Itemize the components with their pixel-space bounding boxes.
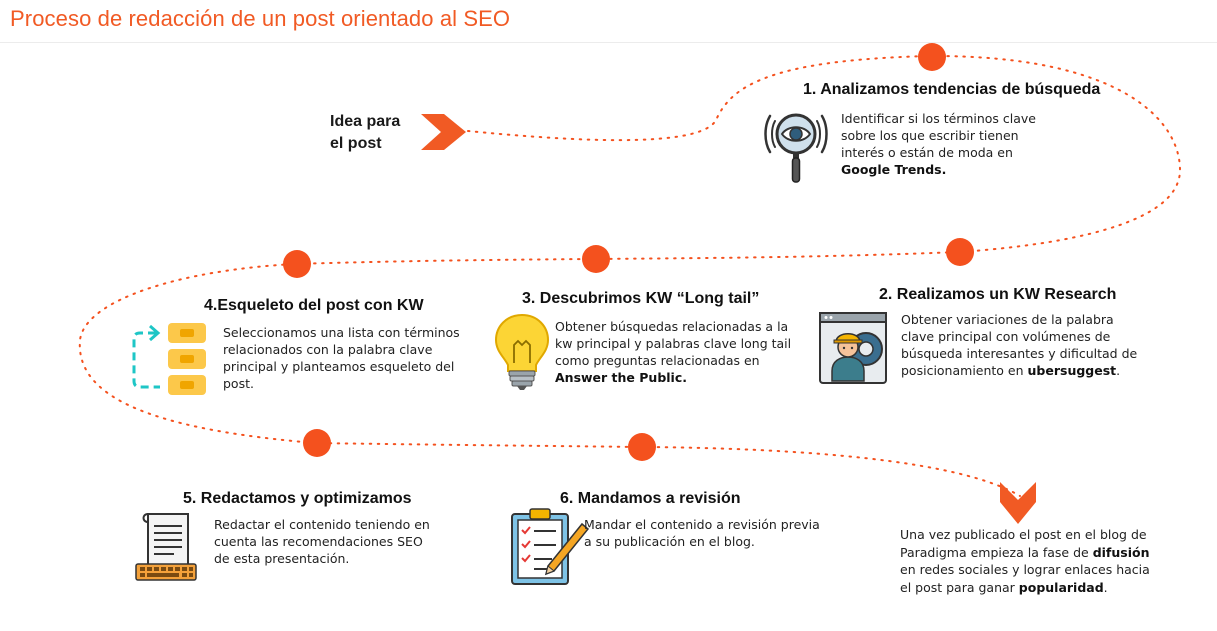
list-structure-icon bbox=[132, 323, 206, 395]
step-4-description: Seleccionamos una lista con términos rel… bbox=[223, 325, 460, 391]
chevron-right-icon bbox=[421, 114, 466, 150]
step-6-description: Mandar el contenido a revisión previa a … bbox=[584, 517, 820, 549]
step-6-heading: 6. Mandamos a revisión bbox=[560, 490, 741, 507]
step-5-description: Redactar el contenido teniendo en cuenta… bbox=[214, 517, 430, 566]
final-description: Una vez publicado el post en el blog de … bbox=[900, 527, 1150, 595]
step-2-description: Obtener variaciones de la palabra clave … bbox=[901, 312, 1138, 378]
node-2 bbox=[946, 238, 974, 266]
step-5-heading: 5. Redactamos y optimizamos bbox=[183, 490, 412, 507]
node-4 bbox=[283, 250, 311, 278]
magnifier-eye-icon bbox=[764, 113, 828, 183]
page-title: Proceso de redacción de un post orientad… bbox=[10, 6, 511, 31]
document-keyboard-icon bbox=[135, 513, 197, 581]
step-3-description: Obtener búsquedas relacionadas a la kw p… bbox=[555, 319, 792, 385]
step-1-heading: 1. Analizamos tendencias de búsqueda bbox=[803, 81, 1101, 98]
node-5 bbox=[303, 429, 331, 457]
worker-gear-icon bbox=[819, 312, 887, 384]
chevron-down-icon bbox=[1000, 482, 1036, 524]
lightbulb-icon bbox=[494, 313, 550, 390]
clipboard-pencil-icon bbox=[511, 508, 590, 585]
step-4-heading: 4.Esqueleto del post con KW bbox=[204, 297, 424, 314]
title-divider bbox=[0, 42, 1217, 43]
node-1 bbox=[918, 43, 946, 71]
step-3-heading: 3. Descubrimos KW “Long tail” bbox=[522, 290, 760, 307]
node-3 bbox=[582, 245, 610, 273]
node-6 bbox=[628, 433, 656, 461]
start-label: Idea para el post bbox=[330, 113, 401, 152]
step-2-heading: 2. Realizamos un KW Research bbox=[879, 286, 1117, 303]
step-1-description: Identificar si los términos clave sobre … bbox=[841, 111, 1037, 177]
